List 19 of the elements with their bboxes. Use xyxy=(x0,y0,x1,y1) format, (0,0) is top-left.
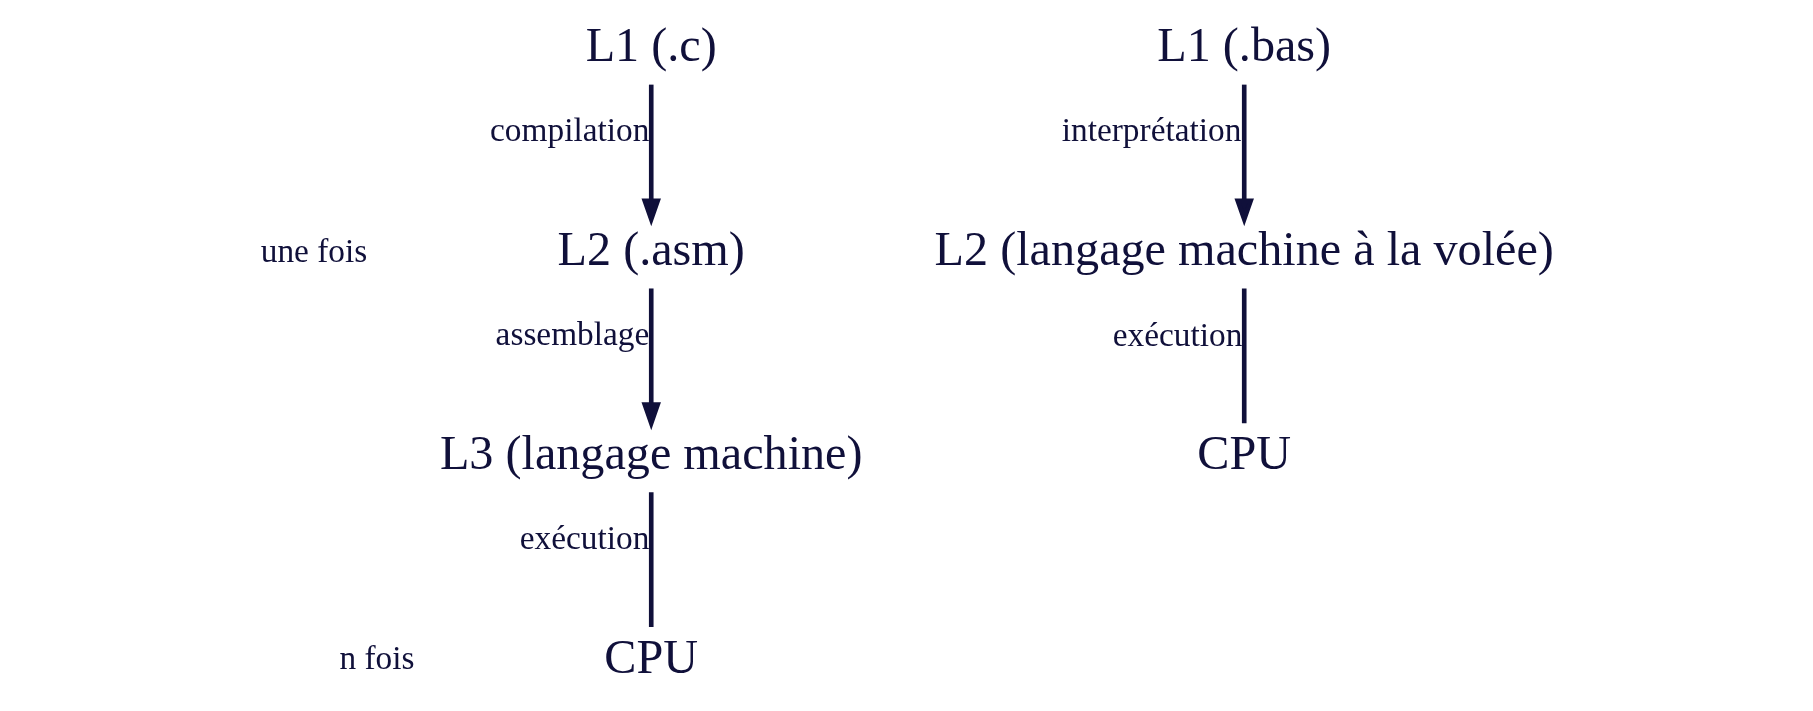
edge-label: interprétation xyxy=(1061,110,1242,148)
arrow xyxy=(641,84,661,227)
arrow xyxy=(1234,84,1254,227)
node-text: L1 (.c) xyxy=(585,18,717,72)
edge-label: exécution xyxy=(519,519,650,557)
connector xyxy=(1241,288,1247,424)
node-text: L2 (.asm) xyxy=(557,222,745,276)
arrow xyxy=(641,288,661,431)
edge-label: exécution xyxy=(1112,315,1243,353)
connector xyxy=(648,492,654,627)
node-text: CPU xyxy=(604,629,699,683)
edge-label: compilation xyxy=(490,110,650,148)
node-text: L2 (langage machine à la volée) xyxy=(934,222,1554,276)
node-text: CPU xyxy=(1197,426,1292,480)
label: une fois xyxy=(260,231,368,269)
node-text: L3 (langage machine) xyxy=(439,426,863,480)
label: n fois xyxy=(339,639,415,677)
node-text: L1 (.bas) xyxy=(1157,18,1332,72)
edge-label: assemblage xyxy=(495,314,650,352)
